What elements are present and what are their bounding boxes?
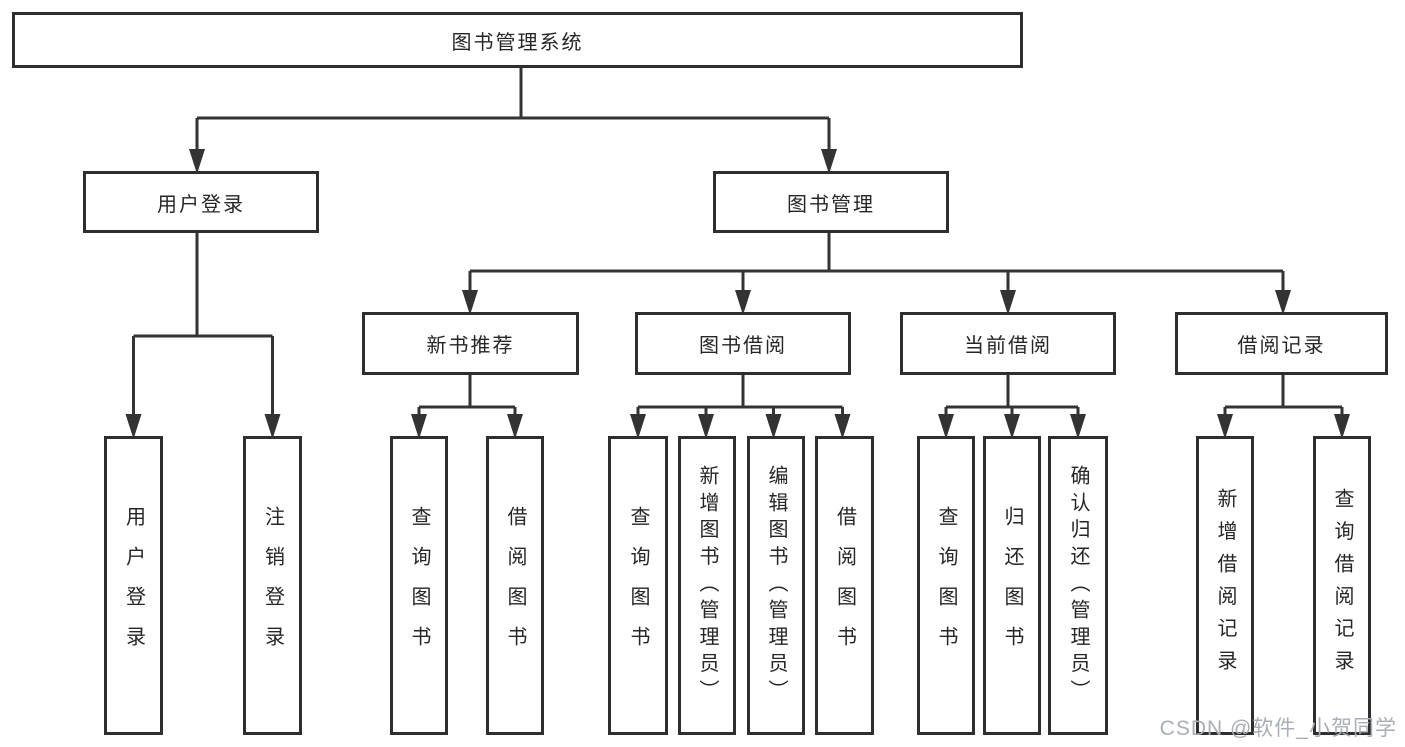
leaf-confirm-return-admin: 确认归还（管理员） bbox=[1048, 436, 1108, 735]
node-book-management: 图书管理 bbox=[713, 171, 949, 233]
leaf-query-books-current-label: 查询图书 bbox=[935, 505, 957, 666]
leaf-query-books-recommend-label: 查询图书 bbox=[408, 505, 430, 666]
leaf-add-book-admin-label: 新增图书（管理员） bbox=[696, 464, 718, 707]
node-library-system: 图书管理系统 bbox=[12, 12, 1023, 68]
node-user-login: 用户登录 bbox=[83, 171, 319, 233]
leaf-query-borrow-record-label: 查询借阅记录 bbox=[1331, 488, 1353, 683]
node-current-borrowing: 当前借阅 bbox=[900, 312, 1116, 375]
leaf-query-books-borrowing: 查询图书 bbox=[608, 436, 668, 735]
node-book-borrowing: 图书借阅 bbox=[635, 312, 851, 375]
leaf-confirm-return-admin-label: 确认归还（管理员） bbox=[1067, 464, 1089, 707]
node-new-book-recommend: 新书推荐 bbox=[362, 312, 579, 375]
node-borrow-records: 借阅记录 bbox=[1175, 312, 1388, 375]
leaf-add-book-admin: 新增图书（管理员） bbox=[678, 436, 736, 735]
leaf-borrow-books-recommend: 借阅图书 bbox=[486, 436, 544, 735]
watermark: CSDN @软件_小贺同学 bbox=[1159, 717, 1397, 740]
node-borrow-records-label: 借阅记录 bbox=[1237, 335, 1326, 357]
leaf-add-borrow-record: 新增借阅记录 bbox=[1196, 436, 1254, 735]
leaf-query-books-current: 查询图书 bbox=[917, 436, 975, 735]
leaf-edit-book-admin-label: 编辑图书（管理员） bbox=[765, 464, 787, 707]
node-user-login-label: 用户登录 bbox=[157, 193, 245, 216]
node-book-borrowing-label: 图书借阅 bbox=[699, 335, 787, 357]
leaf-edit-book-admin: 编辑图书（管理员） bbox=[747, 436, 805, 735]
leaf-user-login-label: 用户登录 bbox=[122, 505, 145, 666]
leaf-add-borrow-record-label: 新增借阅记录 bbox=[1214, 488, 1236, 683]
leaf-logout: 注销登录 bbox=[243, 436, 302, 735]
leaf-query-borrow-record: 查询借阅记录 bbox=[1313, 436, 1371, 735]
node-new-book-recommend-label: 新书推荐 bbox=[426, 335, 515, 357]
node-current-borrowing-label: 当前借阅 bbox=[964, 335, 1052, 357]
leaf-borrow-books-borrowing-label: 借阅图书 bbox=[833, 505, 856, 666]
leaf-user-login: 用户登录 bbox=[104, 436, 163, 735]
leaf-return-books: 归还图书 bbox=[983, 436, 1041, 735]
leaf-logout-label: 注销登录 bbox=[261, 505, 284, 666]
leaf-return-books-label: 归还图书 bbox=[1001, 505, 1023, 666]
leaf-query-books-borrowing-label: 查询图书 bbox=[627, 505, 649, 666]
leaf-borrow-books-recommend-label: 借阅图书 bbox=[504, 505, 526, 666]
node-book-management-label: 图书管理 bbox=[787, 193, 875, 216]
leaf-query-books-recommend: 查询图书 bbox=[390, 436, 448, 735]
leaf-borrow-books-borrowing: 借阅图书 bbox=[815, 436, 874, 735]
node-library-system-label: 图书管理系统 bbox=[451, 31, 584, 54]
